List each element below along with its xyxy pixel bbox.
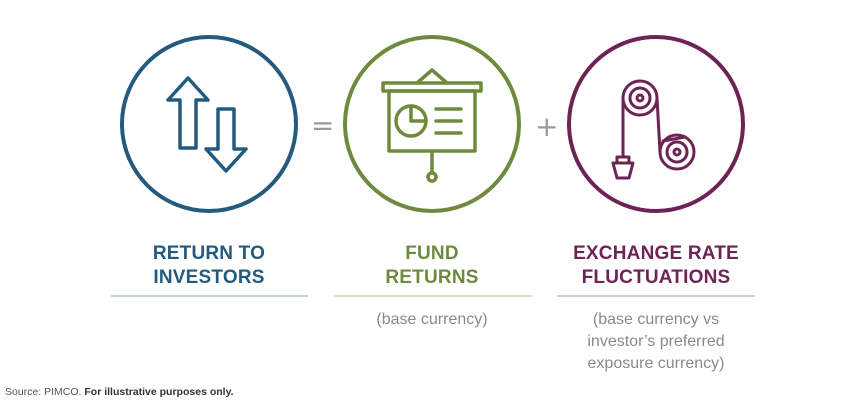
source-prefix: Source: PIMCO.	[5, 386, 82, 398]
source-note: Source: PIMCO. For illustrative purposes…	[5, 386, 234, 398]
up-down-arrows-icon	[166, 76, 248, 173]
fund-returns-subtext: (base currency)	[376, 311, 488, 328]
exchange-rate-underline	[557, 295, 755, 297]
fund-returns-underline	[334, 295, 532, 297]
fund-returns-circle	[343, 35, 521, 213]
pulley-weight-icon	[611, 79, 696, 180]
exchange-rate-circle	[567, 35, 745, 213]
plus-sign: +	[535, 110, 559, 143]
presentation-board-icon	[381, 68, 483, 183]
source-emphasis: For illustrative purposes only.	[84, 386, 234, 398]
return-to-investors-circle	[120, 35, 298, 213]
equals-sign: =	[311, 109, 335, 142]
return-to-investors-underline	[111, 295, 308, 297]
return-to-investors-title: RETURN TO INVESTORS	[152, 243, 266, 288]
fund-returns-title: FUND RETURNS	[385, 243, 479, 288]
exchange-rate-subtext: (base currency vs investor’s preferred e…	[587, 311, 725, 372]
exchange-rate-fluctuations-title: EXCHANGE RATE FLUCTUATIONS	[573, 243, 739, 288]
